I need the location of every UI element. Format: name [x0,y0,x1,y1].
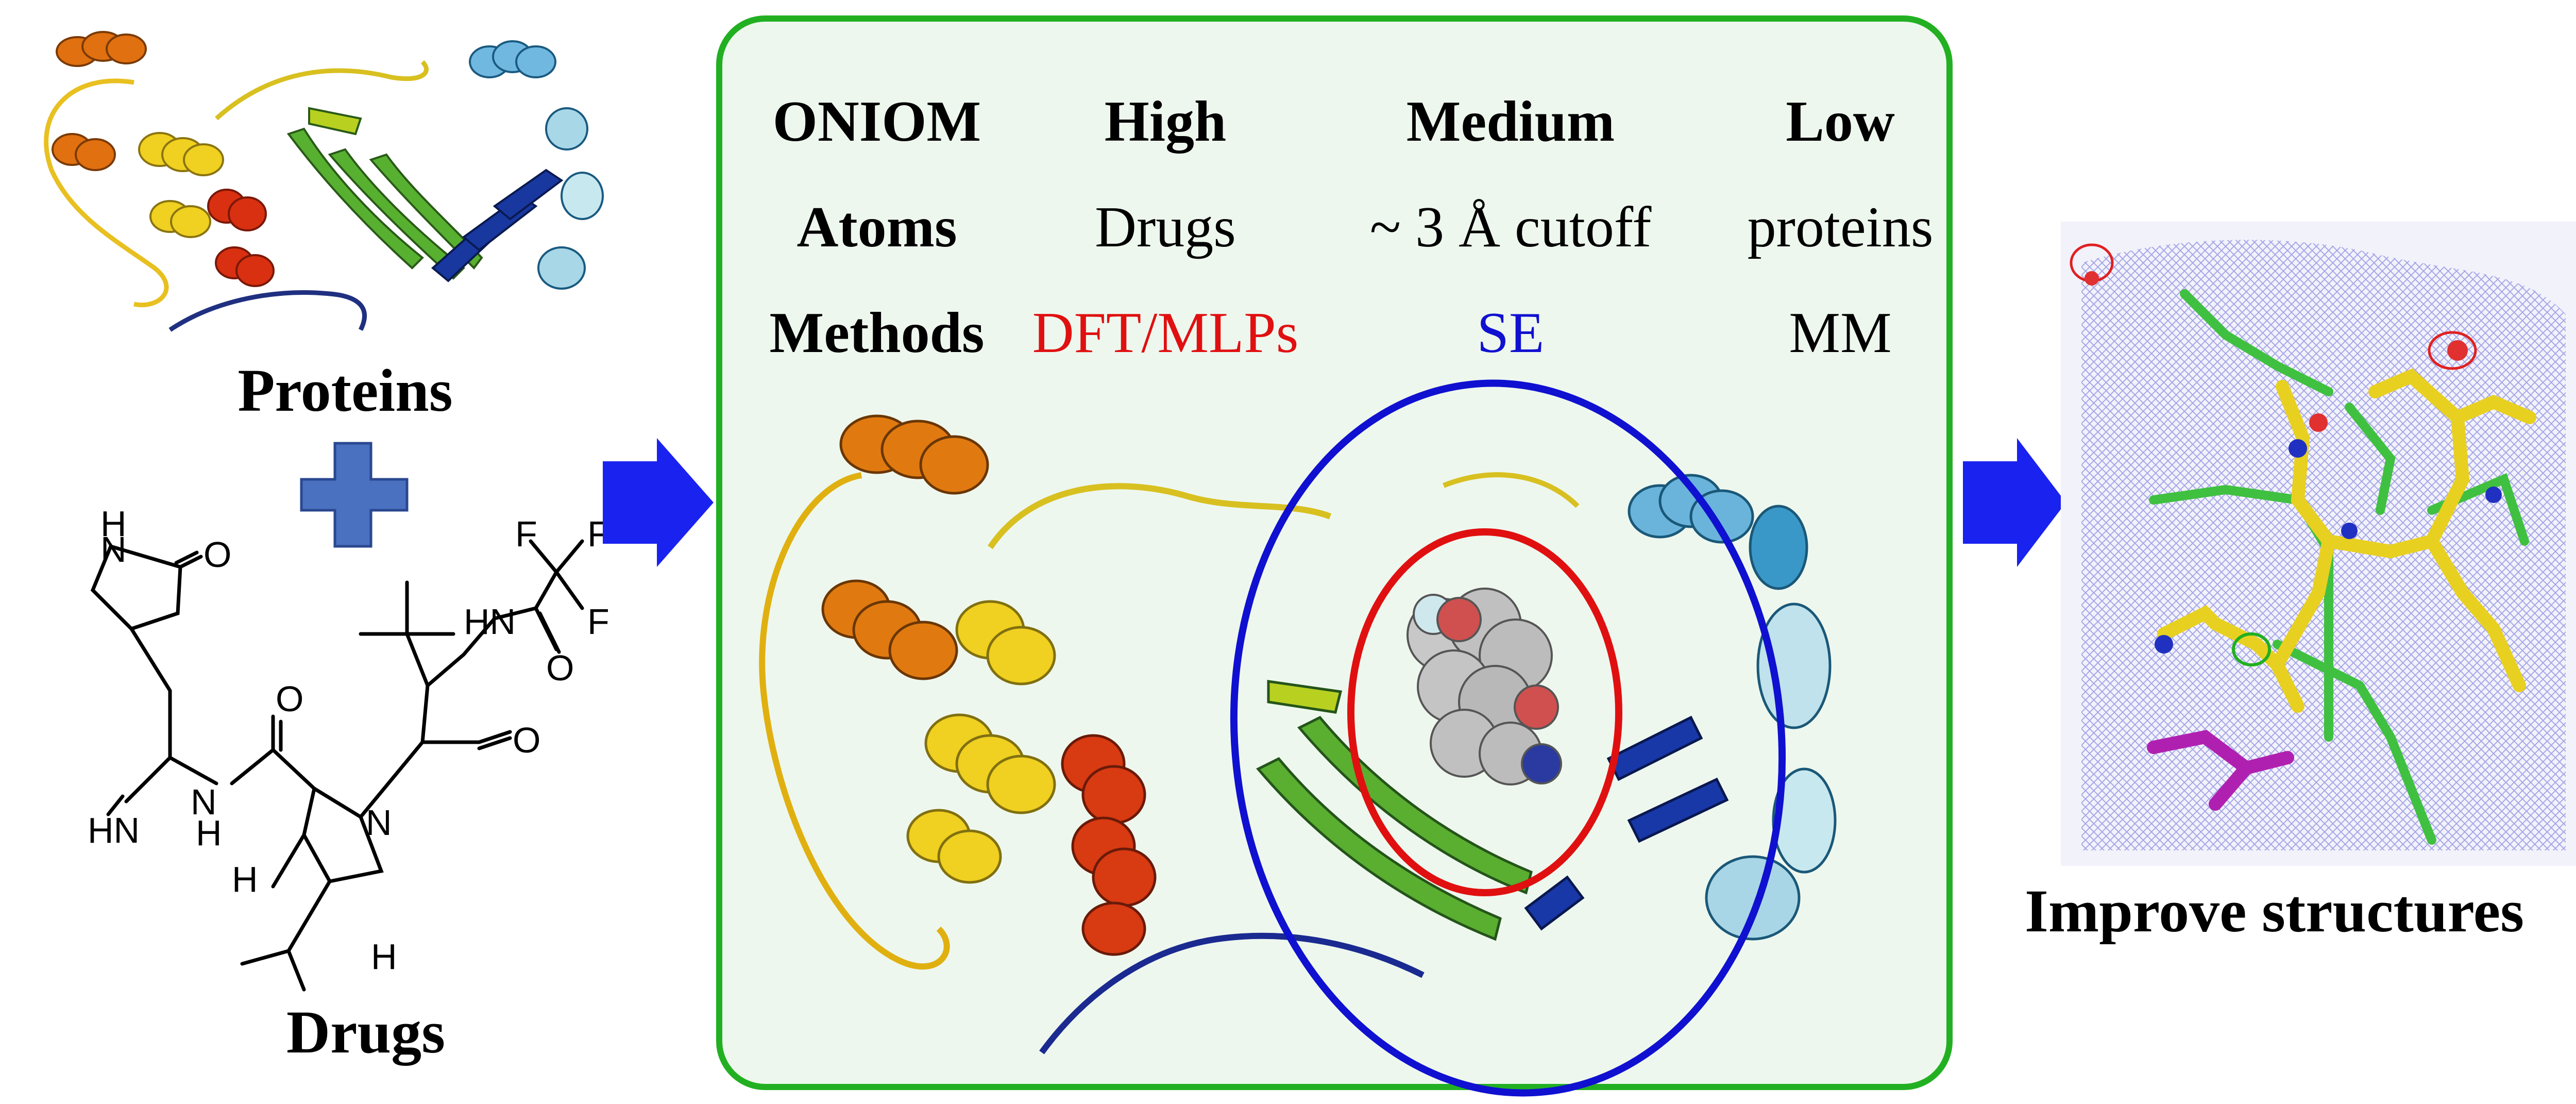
atom-n-h-n: N [191,782,217,822]
atom-h2: H [371,936,397,977]
oniom-panel: ONIOM High Medium Low Atoms Drugs ~ 3 Å … [716,15,1953,1097]
row-atoms-medium: ~ 3 Å cutoff [1369,195,1652,259]
improve-structures-label: Improve structures [2025,877,2524,945]
left-column: Proteins [0,0,685,1104]
proteins-label: Proteins [238,357,453,424]
row-methods-medium: SE [1477,301,1545,365]
atom-n-h-h: H [196,813,222,853]
row-atoms-label: Atoms [796,195,957,259]
protein-complex-image [759,379,1837,1097]
row-atoms-high: Drugs [1095,195,1236,259]
atom-f2: F [587,514,609,554]
density-map-image [2061,222,2576,866]
molecule-structure: H N O F F F HN O O O HN N H N H H [88,504,609,992]
drugs-label: Drugs [286,998,446,1066]
atom-o-tfa: O [546,648,574,688]
protein-ribbon-image [44,31,604,332]
header-medium: Medium [1406,90,1615,154]
row-methods-label: Methods [769,301,985,365]
row-methods-low: MM [1789,301,1892,365]
header-oniom: ONIOM [772,90,981,154]
plus-icon [300,442,409,548]
atom-f1: F [515,514,537,554]
row-atoms-low: proteins [1747,195,1934,259]
atom-nh-ring: H [100,504,127,544]
atom-o-amide2: O [513,720,540,760]
atom-o-ring: O [204,534,231,575]
atom-f3: F [587,601,609,642]
atom-hn-amide: HN [464,601,516,642]
atom-o-amide1: O [276,679,303,719]
atom-h1: H [232,859,258,899]
atom-n-ring: N [100,529,127,570]
header-low: Low [1786,90,1895,154]
header-high: High [1104,90,1227,154]
right-column: Improve structures [2025,222,2576,1103]
atom-hn-imine: HN [88,810,140,850]
row-methods-high: DFT/MLPs [1032,301,1299,365]
atom-n-pro: N [366,802,392,843]
